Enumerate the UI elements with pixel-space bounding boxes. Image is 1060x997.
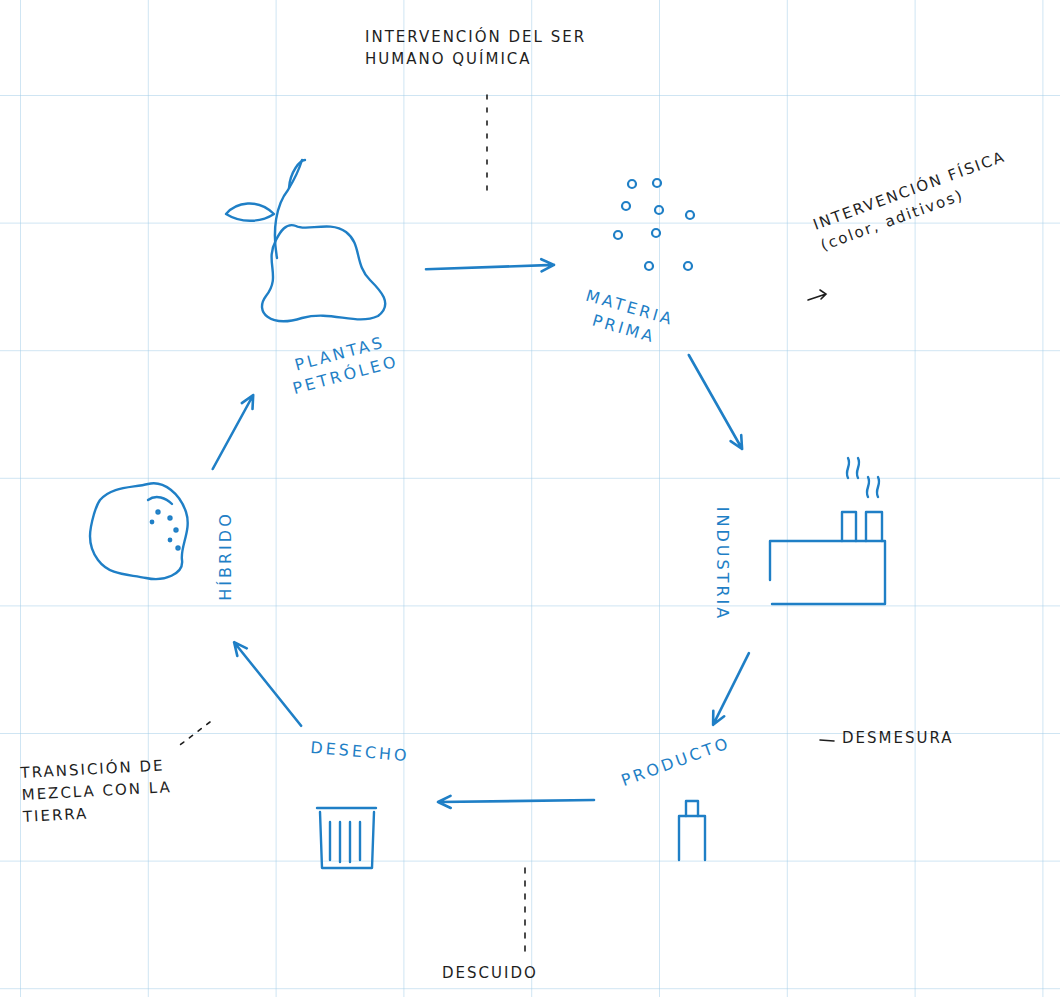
- cycle-stage: DESECHO: [296, 732, 430, 874]
- leader-line: [486, 95, 488, 190]
- annotation: INTERVENCIÓN DEL SER HUMANO QUÍMICA: [365, 26, 635, 70]
- stage-label: HÍBRIDO: [215, 481, 237, 631]
- cycle-arrow: [438, 796, 594, 808]
- stage-label: DESECHO: [289, 735, 430, 769]
- cycle-stage: INDUSTRIA: [706, 456, 894, 646]
- leader-line: [524, 868, 526, 958]
- plant-sprout: [226, 160, 305, 258]
- cycle-arrow: [426, 259, 554, 271]
- cycle-stage: MATERIA PRIMA: [562, 176, 710, 348]
- oil-blob: [262, 225, 385, 321]
- raw-material-dots: [614, 179, 694, 270]
- factory-icon: [770, 458, 885, 604]
- waste-bin: [317, 808, 376, 868]
- annotation: DESCUIDO: [442, 962, 612, 984]
- hybrid-rock: [90, 483, 188, 579]
- cycle-arrow: [234, 642, 301, 726]
- stage-label: PRODUCTO: [602, 726, 750, 798]
- leader-arrow: [808, 290, 826, 300]
- product-tube: [679, 801, 705, 860]
- cycle-stage: PRODUCTO: [602, 732, 750, 866]
- annotation: TRANSICIÓN DE MEZCLA CON LA TIERRA: [20, 751, 238, 828]
- leader-line: [820, 740, 834, 741]
- cycle-stage: PLANTAS PETRÓLEO: [222, 158, 418, 388]
- leader-line: [176, 722, 210, 748]
- cycle-arrow: [689, 355, 742, 449]
- cycle-arrow: [713, 653, 749, 725]
- stage-label: MATERIA PRIMA: [568, 282, 686, 355]
- cycle-arrow: [213, 395, 254, 469]
- annotation: DESMESURA: [842, 727, 1002, 749]
- stage-label: INDUSTRIA: [711, 484, 733, 644]
- cycle-stage: HÍBRIDO: [86, 476, 244, 636]
